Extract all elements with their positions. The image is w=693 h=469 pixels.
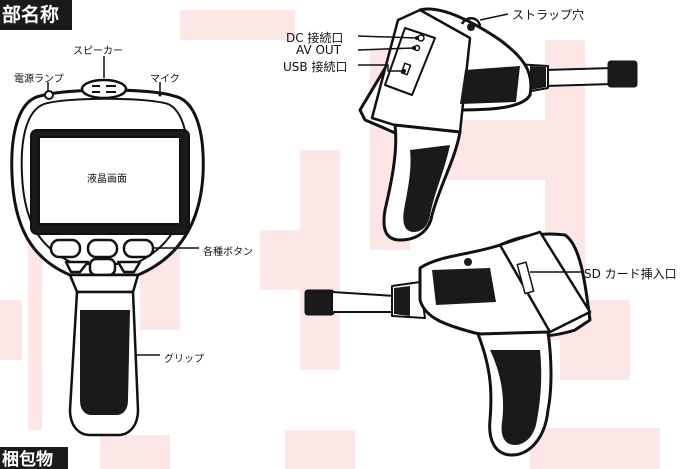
probe-tube-2 <box>331 291 396 313</box>
probe-tube-1 <box>544 67 613 87</box>
speaker-grille <box>80 78 128 100</box>
label-lcd-screen: 液晶画面 <box>87 174 127 185</box>
front-buttons <box>49 238 155 277</box>
label-speaker: スピーカー <box>73 46 123 57</box>
side-view-left <box>304 230 592 457</box>
side-window-2 <box>432 268 496 305</box>
probe-tip-1 <box>607 60 638 88</box>
label-mic: マイク <box>150 74 180 85</box>
label-sd-slot: SD カード挿入口 <box>584 267 677 281</box>
callout-lines <box>47 13 582 356</box>
side-view-right <box>358 7 638 242</box>
label-power-lamp: 電源ランプ <box>14 74 64 85</box>
front-grip-pad <box>80 310 130 415</box>
label-buttons: 各種ボタン <box>203 247 253 258</box>
lcd-screen <box>38 136 181 225</box>
side-window-1 <box>460 66 520 104</box>
port-panel <box>384 27 436 96</box>
side-panel-2 <box>498 230 592 334</box>
label-usb-port: USB 接続口 <box>283 60 348 74</box>
mic-hole <box>158 93 162 97</box>
label-av-out: AV OUT <box>296 43 342 57</box>
front-view-device <box>10 78 205 437</box>
label-grip: グリップ <box>164 354 204 365</box>
sd-slot <box>516 261 535 295</box>
front-neck <box>68 273 140 294</box>
section-header-parts: 部名称 <box>0 0 72 30</box>
label-dc-port: DC 接続口 <box>286 31 344 45</box>
probe-tip-2 <box>304 289 335 316</box>
label-strap-hole: ストラップ穴 <box>512 8 585 22</box>
section-header-contents: 梱包物 <box>0 447 68 469</box>
power-lamp <box>44 90 54 100</box>
